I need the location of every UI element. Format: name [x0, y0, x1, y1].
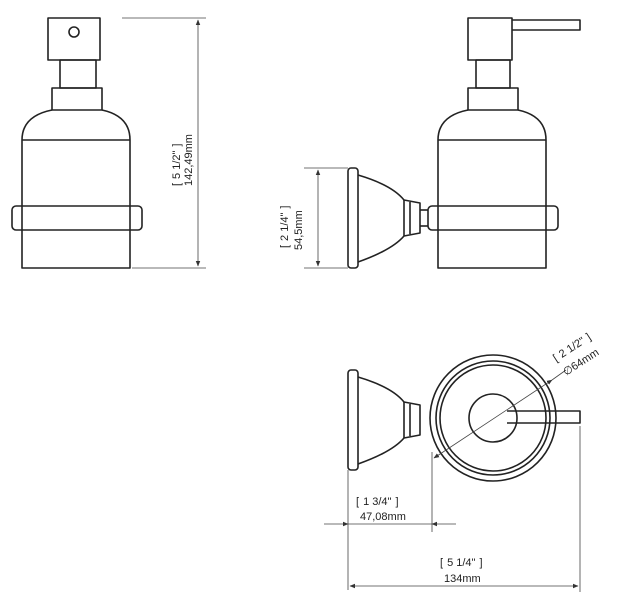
- pump-head: [47, 17, 101, 61]
- side-bottle-body: [437, 109, 547, 269]
- depth-imperial-label: [5 1/4"]: [440, 557, 483, 569]
- bracket-height-dimension: [2 1/4"] 54,5mm: [279, 167, 348, 269]
- pump-nozzle-hole: [68, 26, 80, 38]
- top-wall-plate: [347, 369, 359, 471]
- side-pump-collar: [467, 87, 519, 111]
- pump-neck: [59, 59, 97, 89]
- depth-metric-label: 134mm: [444, 573, 481, 585]
- top-bracket-arm: [357, 376, 421, 465]
- side-pump-neck: [475, 59, 511, 89]
- wall-plate: [347, 167, 359, 269]
- holder-ring: [11, 205, 143, 231]
- depth-dimension: [5 1/4"] 134mm: [349, 426, 581, 592]
- projection-dimension: [1 3/4"] 47,08mm: [324, 452, 456, 590]
- side-pump-head: [467, 17, 513, 61]
- pump-collar: [51, 87, 103, 111]
- front-view: [11, 17, 143, 269]
- side-pump-spout: [512, 19, 581, 31]
- bottle-top-outline: [439, 364, 547, 472]
- height-dimension: [5 1/2"] 142,49mm: [122, 17, 206, 269]
- bracket-height-imperial-label: [2 1/4"]: [279, 206, 291, 249]
- outer-ring: [429, 354, 557, 482]
- projection-imperial-label: [1 3/4"]: [356, 496, 399, 508]
- bottle-body: [21, 109, 131, 269]
- bracket-arm: [357, 174, 421, 263]
- height-imperial-label: [5 1/2"]: [171, 144, 183, 187]
- bracket-height-metric-label: 54,5mm: [293, 210, 305, 250]
- pump-top-outline: [468, 393, 518, 443]
- side-view: [347, 17, 581, 269]
- side-holder-ring: [427, 205, 559, 231]
- projection-metric-label: 47,08mm: [360, 511, 406, 523]
- diameter-dimension: [2 1/2"] ∅64mm: [433, 331, 601, 459]
- top-view: [347, 354, 581, 482]
- ring-inner-edge: [435, 360, 551, 476]
- height-metric-label: 142,49mm: [183, 134, 195, 186]
- top-spout: [507, 410, 581, 424]
